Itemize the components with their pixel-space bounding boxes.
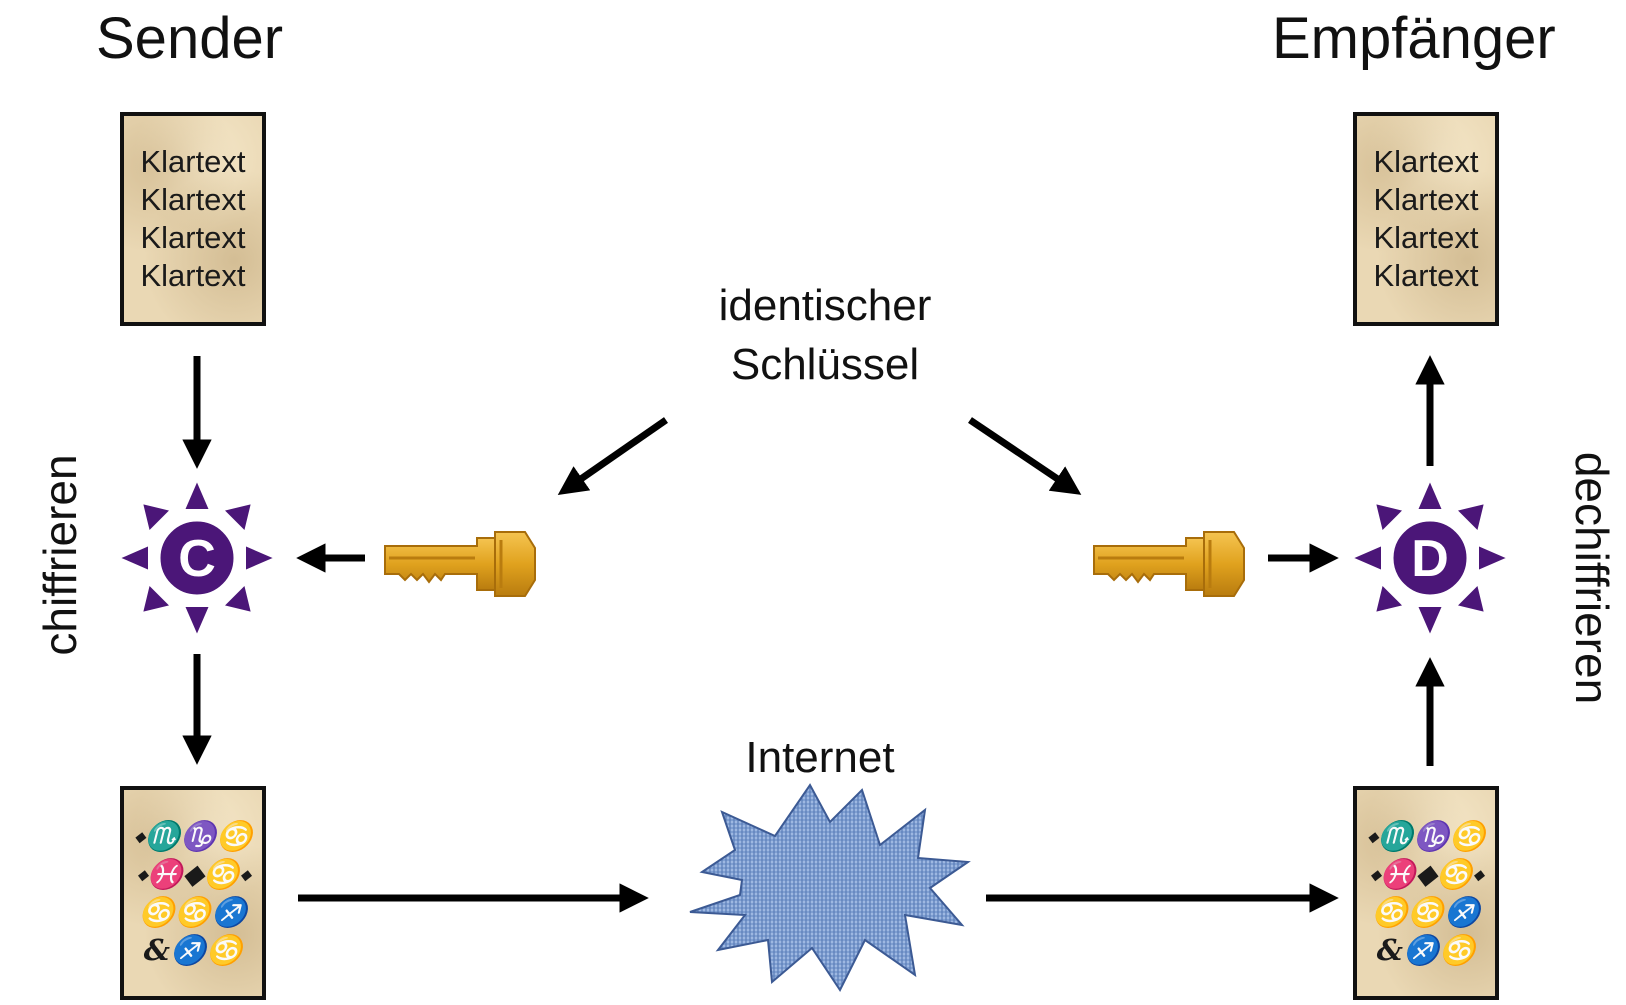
decrypt-symbol: D	[1411, 530, 1449, 588]
key-icon	[1093, 531, 1245, 597]
key-label: identischer Schlüssel	[640, 276, 1010, 395]
arrow-label-to-right-key	[968, 417, 1082, 495]
encrypt-symbol: C	[178, 530, 216, 588]
encrypt-star-icon	[116, 477, 278, 639]
ciphertext-line: ⬩♏♑♋	[1366, 819, 1486, 853]
plaintext-line: Klartext	[1373, 220, 1479, 255]
ciphertext-line: ♋♋♐	[138, 895, 248, 929]
plaintext-line: Klartext	[140, 258, 246, 293]
ciphertext-line: &♐♋	[1376, 933, 1476, 967]
plaintext-line: Klartext	[1373, 258, 1479, 293]
internet-label: Internet	[745, 733, 895, 782]
plaintext-line: Klartext	[1373, 182, 1479, 217]
key-label-line1: identischer	[718, 281, 932, 330]
key-icon	[384, 531, 536, 597]
sender-title: Sender	[96, 6, 284, 71]
receiver-plaintext-document: Klartext Klartext Klartext Klartext	[1353, 112, 1499, 326]
ciphertext-line: ⬩♓⬥♋⬩	[136, 857, 250, 891]
plaintext-line: Klartext	[140, 144, 246, 179]
decrypt-star-icon	[1349, 477, 1511, 639]
receiver-ciphertext-document: ⬩♏♑♋ ⬩♓⬥♋⬩ ♋♋♐ &♐♋	[1353, 786, 1499, 1000]
ciphertext-line: &♐♋	[143, 933, 243, 967]
internet-cloud-icon	[689, 783, 971, 992]
plaintext-line: Klartext	[140, 220, 246, 255]
ciphertext-line: ⬩♏♑♋	[133, 819, 253, 853]
plaintext-line: Klartext	[1373, 144, 1479, 179]
plaintext-line: Klartext	[140, 182, 246, 217]
arrow-label-to-left-key	[557, 417, 668, 496]
key-label-line2: Schlüssel	[730, 340, 920, 390]
sender-ciphertext-document: ⬩♏♑♋ ⬩♓⬥♋⬩ ♋♋♐ &♐♋	[120, 786, 266, 1000]
ciphertext-line: ⬩♓⬥♋⬩	[1369, 857, 1483, 891]
receiver-title: Empfänger	[1272, 6, 1556, 71]
ciphertext-line: ♋♋♐	[1371, 895, 1481, 929]
sender-plaintext-document: Klartext Klartext Klartext Klartext	[120, 112, 266, 326]
